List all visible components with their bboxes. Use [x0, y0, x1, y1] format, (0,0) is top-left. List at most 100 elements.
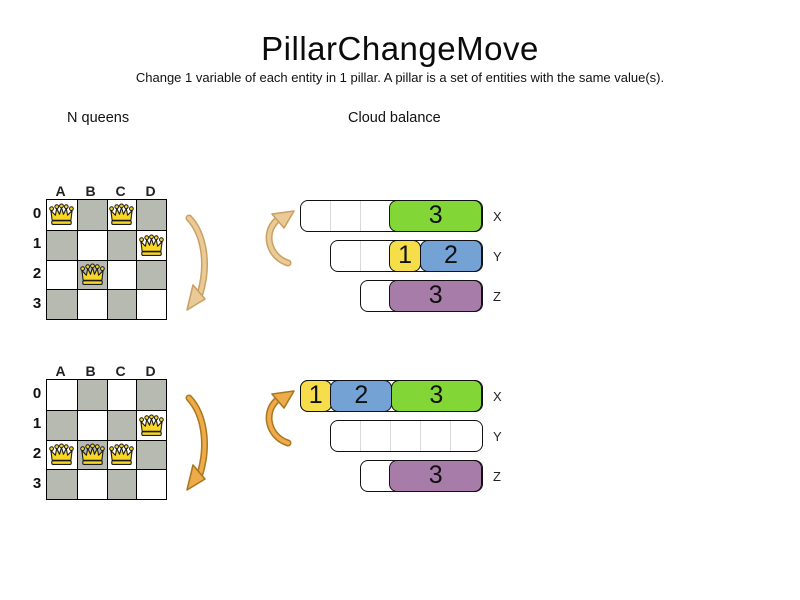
board-cell-C1	[106, 229, 137, 260]
computer-label-x: X	[493, 389, 502, 404]
computer-bar-x: 3	[300, 199, 483, 232]
queen-icon	[49, 203, 75, 226]
board-cell-D0	[136, 380, 166, 410]
section-label-cloud-balance: Cloud balance	[348, 110, 441, 126]
board-cell-B2	[76, 259, 107, 290]
queen-icon	[109, 203, 135, 226]
chess-grid	[46, 379, 167, 500]
computer-label-z: Z	[493, 469, 501, 484]
board-column-header: A	[55, 363, 67, 379]
move-arrow-nqueens-after	[185, 394, 208, 491]
board-cell-A1	[47, 229, 77, 260]
process-block-1: 1	[388, 239, 422, 272]
board-cell-D2	[136, 259, 166, 290]
free-capacity-cell	[361, 281, 391, 311]
process-block-3: 3	[390, 379, 482, 412]
chess-grid	[46, 199, 167, 320]
queen-icon	[79, 263, 105, 286]
board-cell-D1	[136, 409, 166, 440]
queen-icon	[139, 414, 164, 436]
free-capacity-cell	[301, 201, 331, 231]
board-cell-A0	[47, 200, 77, 230]
queen-icon	[109, 443, 135, 466]
page-subtitle: Change 1 variable of each entity in 1 pi…	[135, 70, 665, 85]
board-cell-D1	[136, 229, 166, 260]
free-capacity-cell	[391, 421, 421, 451]
process-block-2: 2	[419, 239, 482, 272]
computer-bar-z: 3	[360, 459, 483, 492]
board-column-header: D	[145, 183, 157, 199]
free-capacity-cell	[361, 421, 391, 451]
board-row-header: 1	[32, 235, 42, 252]
move-arrow-cloud-after	[265, 390, 295, 447]
computer-label-y: Y	[493, 429, 502, 444]
free-capacity-cell	[361, 461, 391, 491]
move-arrow-nqueens-before	[185, 214, 208, 311]
board-row-header: 3	[32, 475, 42, 492]
board-cell-D3	[136, 289, 166, 319]
computer-bar-y	[330, 420, 483, 452]
board-cell-A3	[47, 469, 77, 499]
free-capacity-cell	[361, 201, 391, 231]
process-block-2: 2	[330, 379, 393, 412]
process-block-3: 3	[389, 199, 483, 232]
board-cell-B3	[76, 289, 107, 319]
board-row-header: 3	[32, 295, 42, 312]
process-block-3: 3	[389, 459, 482, 492]
board-cell-C2	[106, 439, 137, 470]
board-cell-B2	[76, 439, 107, 470]
process-block-1: 1	[299, 379, 332, 412]
board-cell-B1	[76, 229, 107, 260]
computer-label-y: Y	[493, 249, 502, 264]
free-capacity-cell	[331, 201, 361, 231]
board-cell-A0	[47, 380, 77, 410]
free-capacity-cell	[421, 421, 451, 451]
board-cell-D2	[136, 439, 166, 470]
free-capacity-cell	[331, 241, 361, 271]
board-cell-A3	[47, 289, 77, 319]
board-row-header: 2	[32, 265, 42, 282]
board-cell-B0	[76, 380, 107, 410]
board-cell-C0	[106, 380, 137, 410]
process-block-3: 3	[389, 279, 482, 312]
board-cell-A2	[47, 439, 77, 470]
board-column-header: B	[85, 183, 97, 199]
nqueens-board-before: A B C D 0 1 2 3	[30, 183, 170, 324]
board-column-header: A	[55, 183, 67, 199]
board-cell-C3	[106, 469, 137, 499]
board-row-header: 0	[32, 385, 42, 402]
computer-label-z: Z	[493, 289, 501, 304]
board-column-header: C	[115, 183, 127, 199]
board-column-header: B	[85, 363, 97, 379]
queen-icon	[79, 443, 105, 466]
board-cell-C0	[106, 200, 137, 230]
board-cell-A2	[47, 259, 77, 290]
free-capacity-cell	[361, 241, 391, 271]
free-capacity-cell	[451, 421, 481, 451]
board-column-header: D	[145, 363, 157, 379]
board-cell-C3	[106, 289, 137, 319]
board-row-header: 0	[32, 205, 42, 222]
move-arrow-cloud-before	[265, 210, 295, 267]
queen-icon	[139, 234, 164, 256]
board-cell-C2	[106, 259, 137, 290]
board-cell-B0	[76, 200, 107, 230]
page-title: PillarChangeMove	[261, 30, 539, 67]
board-cell-D3	[136, 469, 166, 499]
board-cell-A1	[47, 409, 77, 440]
queen-icon	[49, 443, 75, 466]
computer-bar-z: 3	[360, 279, 483, 312]
board-column-header: C	[115, 363, 127, 379]
board-cell-D0	[136, 200, 166, 230]
section-label-nqueens: N queens	[67, 110, 130, 126]
board-cell-B1	[76, 409, 107, 440]
computer-label-x: X	[493, 209, 502, 224]
board-cell-B3	[76, 469, 107, 499]
board-cell-C1	[106, 409, 137, 440]
